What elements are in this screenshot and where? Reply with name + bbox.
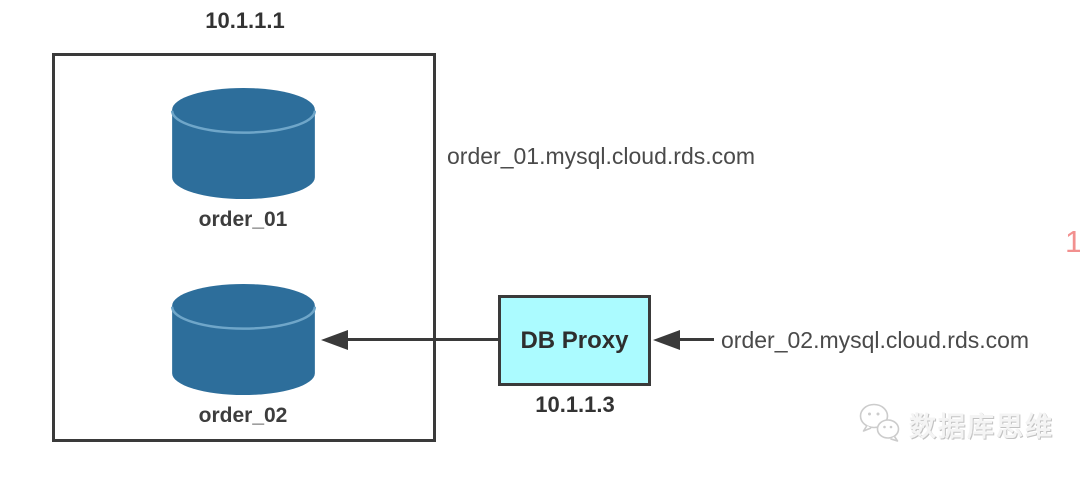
watermark: 数据库思维 [858,402,1054,446]
arrow-left-icon [321,330,348,350]
arrow-left-icon [653,330,680,350]
db-proxy-node: DB Proxy [498,295,651,386]
database-label-order-01: order_01 [198,208,288,231]
database-cylinder-icon [170,87,316,200]
watermark-text: 数据库思维 [909,411,1054,442]
database-cylinder-icon [170,283,316,396]
database-node-order-02: order_02 [151,283,335,428]
page-marker: 1 [1065,224,1080,259]
wechat-icon [859,403,900,442]
dns-order-02: order_02.mysql.cloud.rds.com [721,327,1030,353]
arrow-proxy-to-order-02-line [347,338,498,341]
arrow-dns-to-proxy-line [678,338,714,341]
host-ip-label: 10.1.1.1 [205,8,285,33]
db-proxy-label: DB Proxy [520,326,629,354]
dns-order-01: order_01.mysql.cloud.rds.com [447,143,756,169]
database-label-order-02: order_02 [198,404,288,427]
database-node-order-01: order_01 [151,87,335,232]
proxy-ip-label: 10.1.1.3 [535,392,615,417]
